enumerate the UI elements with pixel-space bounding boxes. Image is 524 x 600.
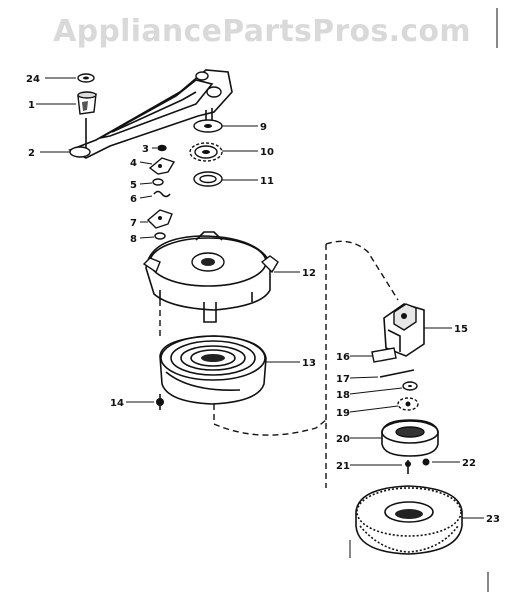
callout-18: 18 bbox=[336, 390, 350, 401]
callout-3: 3 bbox=[142, 144, 149, 155]
part-21-screw bbox=[350, 460, 411, 474]
callout-1: 1 bbox=[28, 100, 35, 111]
part-22-nut bbox=[422, 458, 460, 466]
part-2-lever-arm bbox=[40, 69, 233, 159]
part-10-gear bbox=[189, 142, 258, 162]
callout-2: 2 bbox=[28, 148, 35, 159]
callout-11: 11 bbox=[260, 176, 274, 187]
part-7-pawl bbox=[140, 209, 173, 229]
callout-19: 19 bbox=[336, 408, 350, 419]
callout-21: 21 bbox=[336, 461, 350, 472]
part-23-wheel bbox=[355, 485, 484, 555]
part-12-housing bbox=[142, 231, 300, 323]
watermark-text: AppliancePartsPros.com bbox=[53, 14, 471, 49]
part-14-screw bbox=[126, 394, 164, 410]
part-9-washer bbox=[193, 119, 258, 133]
callout-7: 7 bbox=[130, 218, 137, 229]
callout-22: 22 bbox=[462, 458, 476, 469]
part-15-bracket bbox=[383, 303, 452, 357]
callout-24: 24 bbox=[26, 74, 40, 85]
part-20-pulley bbox=[350, 419, 439, 457]
part-18-washer bbox=[349, 381, 418, 395]
callout-4: 4 bbox=[130, 158, 137, 169]
callout-labels: 24 1 2 3 4 5 6 7 8 9 10 11 12 13 14 15 1… bbox=[26, 74, 500, 525]
part-17-pin bbox=[349, 369, 415, 379]
part-13-spring-cup bbox=[159, 335, 300, 405]
part-5-washer bbox=[139, 178, 164, 186]
callout-17: 17 bbox=[336, 374, 350, 385]
part-19-gear bbox=[349, 397, 419, 413]
callout-13: 13 bbox=[302, 358, 316, 369]
callout-20: 20 bbox=[336, 434, 350, 445]
callout-9: 9 bbox=[260, 122, 267, 133]
callout-23: 23 bbox=[486, 514, 500, 525]
part-11-washer bbox=[193, 171, 258, 187]
part-24-washer bbox=[45, 73, 95, 83]
callout-8: 8 bbox=[130, 234, 137, 245]
part-1-knob bbox=[36, 91, 97, 115]
callout-14: 14 bbox=[110, 398, 124, 409]
callout-12: 12 bbox=[302, 268, 316, 279]
part-4-pawl bbox=[139, 157, 176, 175]
callout-16: 16 bbox=[336, 352, 350, 363]
callout-6: 6 bbox=[130, 194, 137, 205]
part-16-plate bbox=[350, 347, 397, 363]
part-6-spring bbox=[139, 190, 171, 199]
part-3-clip bbox=[152, 144, 167, 152]
assembly-dashed-lines bbox=[159, 240, 399, 488]
part-8-washer bbox=[139, 232, 166, 240]
callout-10: 10 bbox=[260, 147, 274, 158]
callout-5: 5 bbox=[130, 180, 137, 191]
callout-15: 15 bbox=[454, 324, 468, 335]
